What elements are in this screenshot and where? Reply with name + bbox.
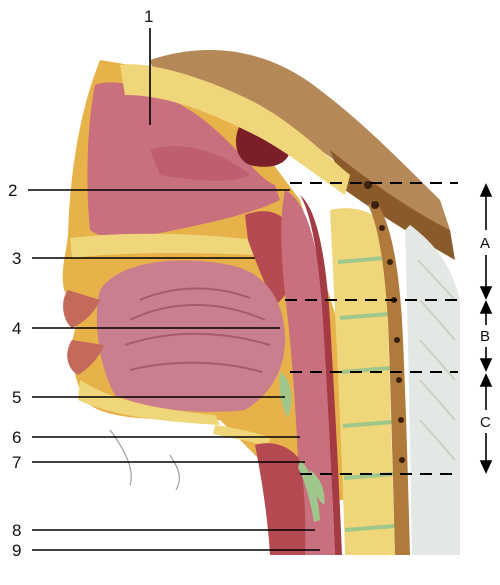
posterior-neck-tissue <box>405 225 460 555</box>
region-label-b: B <box>480 328 490 345</box>
region-lines <box>285 182 458 475</box>
lower-lip <box>67 340 104 375</box>
region-arrows <box>479 183 493 474</box>
label-7: 7 <box>12 453 21 472</box>
label-6: 6 <box>12 428 21 447</box>
skull-base <box>120 64 350 195</box>
larynx <box>255 443 306 555</box>
region-label-c: C <box>480 414 491 431</box>
epiglottis <box>279 372 292 418</box>
cricoid-cartilage <box>310 470 325 505</box>
hyoid-bone <box>213 425 270 446</box>
region-label-a: A <box>480 235 490 252</box>
label-4: 4 <box>12 319 21 338</box>
label-5: 5 <box>12 388 21 407</box>
label-9: 9 <box>12 541 21 560</box>
hard-palate <box>70 233 255 258</box>
occipital-skin <box>330 150 455 260</box>
label-2: 2 <box>8 181 17 200</box>
label-1: 1 <box>144 7 153 26</box>
tongue-muscle-fibers <box>124 287 271 373</box>
neck-skin-contour <box>109 429 180 491</box>
vertebral-column <box>330 208 395 555</box>
thyroid-cartilage <box>298 460 320 522</box>
spinal-cord <box>368 200 410 555</box>
pharynx-wall <box>300 195 342 555</box>
label-8: 8 <box>12 521 21 540</box>
posterior-neck-fibers <box>417 259 456 461</box>
pharynx <box>281 190 335 555</box>
leader-lines <box>28 28 320 551</box>
label-3: 3 <box>12 249 21 268</box>
upper-lip <box>63 290 100 328</box>
nasal-conchae <box>150 146 250 181</box>
mandible <box>78 380 220 425</box>
tongue <box>96 260 285 412</box>
